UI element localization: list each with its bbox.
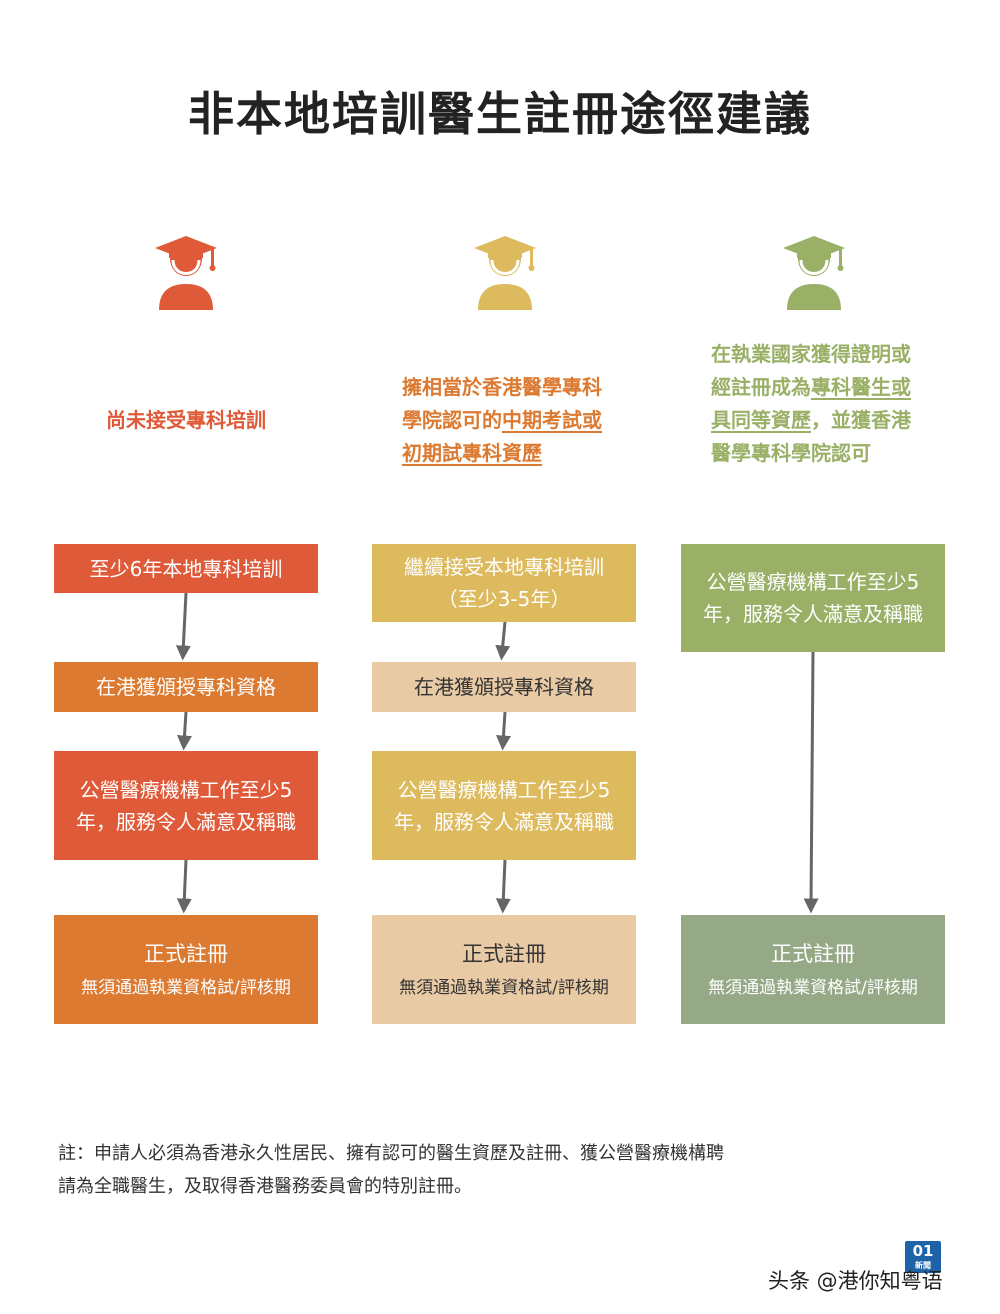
registration-subtitle: 無須通過執業資格試/評核期 — [399, 977, 609, 998]
step-label: 公營醫療機構工作至少5年，服務令人滿意及稱職 — [76, 777, 296, 834]
flow-arrow — [495, 711, 511, 751]
step-label: 在港獲頒授專科資格 — [96, 675, 276, 699]
description-text: 在執業國家獲得證明或經註冊成為 — [711, 342, 911, 399]
flow-arrow — [175, 592, 191, 661]
footnote-line: 請為全職醫生，及取得香港醫務委員會的特別註冊。 — [58, 1176, 472, 1197]
registration-subtitle: 無須通過執業資格試/評核期 — [708, 977, 918, 998]
step-label: 繼續接受本地專科培訓（至少3-5年） — [404, 555, 604, 611]
registration-title: 正式註冊 — [144, 941, 228, 966]
flow-arrow — [803, 651, 819, 914]
graduate-icon — [474, 236, 536, 310]
logo-text: 01 — [912, 1242, 934, 1260]
description-highlight: 中期考試或初期試專科資歷 — [402, 408, 602, 465]
step-label: 在港獲頒授專科資格 — [414, 675, 594, 699]
registration-box: 正式註冊 無須通過執業資格試/評核期 — [681, 915, 945, 1024]
step-box: 至少6年本地專科培訓 — [54, 544, 318, 593]
description-text: 尚未接受專科培訓 — [106, 408, 266, 432]
registration-box: 正式註冊 無須通過執業資格試/評核期 — [54, 915, 318, 1024]
registration-title: 正式註冊 — [771, 941, 855, 966]
step-box: 公營醫療機構工作至少5年，服務令人滿意及稱職 — [54, 751, 318, 860]
footnote-line: 註：申請人必須為香港永久性居民、擁有認可的醫生資歷及註冊、獲公營醫療機構聘 — [58, 1143, 724, 1164]
watermark: 头条 @港你知粤语 — [768, 1269, 943, 1293]
flow-arrow — [495, 621, 511, 661]
graduate-icon — [155, 236, 217, 310]
hk01-logo: 01 新聞 — [905, 1241, 941, 1273]
graduate-icon — [783, 236, 845, 310]
flow-arrow — [176, 859, 192, 914]
registration-subtitle: 無須通過執業資格試/評核期 — [81, 977, 291, 998]
step-box: 繼續接受本地專科培訓（至少3-5年） — [372, 544, 636, 622]
step-label: 公營醫療機構工作至少5年，服務令人滿意及稱職 — [703, 570, 923, 626]
step-box: 公營醫療機構工作至少5年，服務令人滿意及稱職 — [372, 751, 636, 860]
registration-title: 正式註冊 — [462, 941, 546, 966]
step-label: 公營醫療機構工作至少5年，服務令人滿意及稱職 — [394, 777, 614, 834]
pathway-description: 在執業國家獲得證明或經註冊成為專科醫生或具同等資歷，並獲香港醫學專科學院認可 — [711, 338, 917, 470]
flow-arrow — [176, 711, 192, 751]
registration-box: 正式註冊 無須通過執業資格試/評核期 — [372, 915, 636, 1024]
description-text: ，並獲香港醫學專科學院認可 — [711, 408, 911, 465]
flow-arrow — [495, 859, 511, 914]
step-box: 在港獲頒授專科資格 — [54, 662, 318, 712]
footnote: 註：申請人必須為香港永久性居民、擁有認可的醫生資歷及註冊、獲公營醫療機構聘 請為… — [58, 1137, 938, 1203]
logo-subtext: 新聞 — [915, 1261, 931, 1270]
step-box: 在港獲頒授專科資格 — [372, 662, 636, 712]
step-label: 至少6年本地專科培訓 — [89, 556, 283, 581]
step-box: 公營醫療機構工作至少5年，服務令人滿意及稱職 — [681, 544, 945, 652]
description-text: 擁相當於香港醫學專科學院認可的 — [402, 375, 602, 432]
pathway-description: 尚未接受專科培訓 — [58, 404, 314, 437]
description-highlight: 專科醫生或具同等資歷 — [711, 375, 911, 432]
pathway-description: 擁相當於香港醫學專科學院認可的中期考試或初期試專科資歷 — [402, 371, 608, 470]
page-title: 非本地培訓醫生註冊途徑建議 — [188, 87, 812, 141]
